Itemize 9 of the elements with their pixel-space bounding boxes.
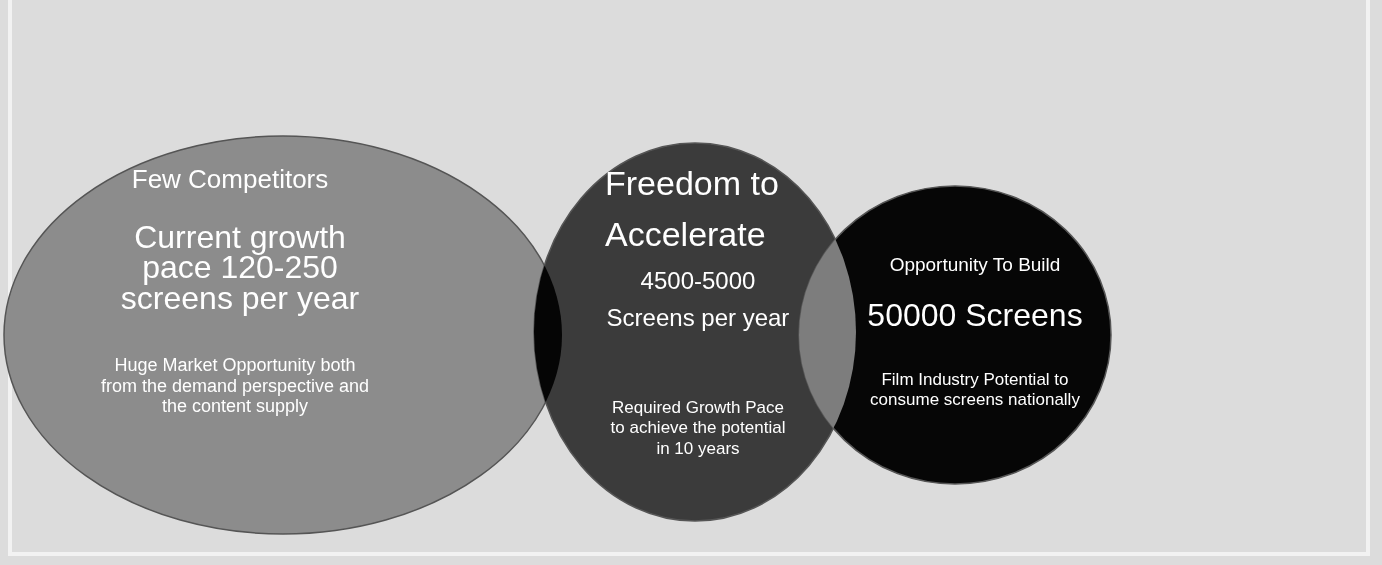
- circle-heading: Few Competitors: [130, 165, 330, 194]
- circle-heading: Opportunity To Build: [888, 255, 1062, 276]
- key-figure-text: 50000 Screens: [866, 298, 1084, 334]
- circle-heading: Freedom to Accelerate: [605, 163, 780, 255]
- key-figure-text: 4500-5000 Screens per year: [605, 266, 791, 334]
- key-figure-text: Current growth pace 120-250 screens per year: [120, 222, 360, 314]
- description-text: Huge Market Opportunity both from the demand perspective and the content supply: [99, 355, 371, 418]
- description-text: Film Industry Potential to consume screens nationally: [869, 370, 1081, 410]
- description-text: Required Growth Pace to achieve the potential in 10 years: [609, 398, 787, 460]
